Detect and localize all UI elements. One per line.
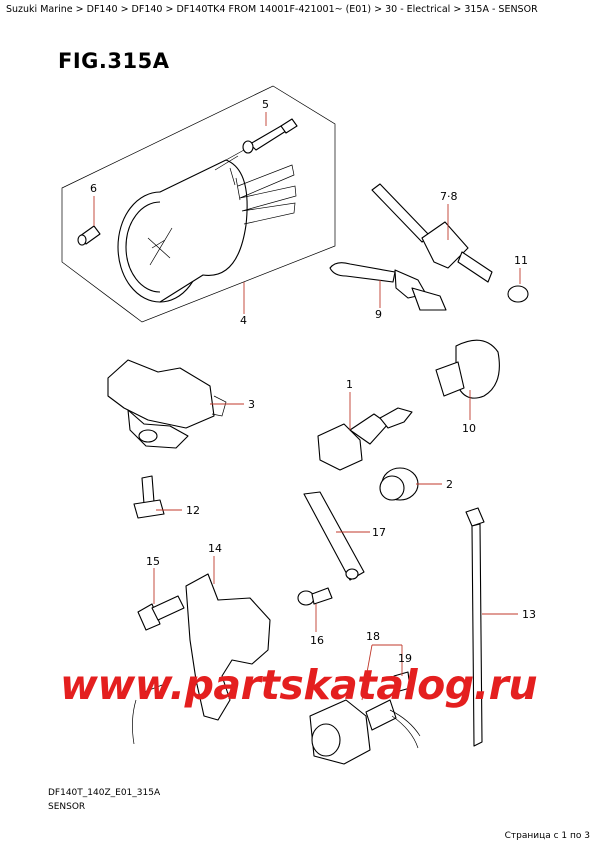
callout-5: 5: [262, 98, 269, 111]
callout-9: 9: [375, 308, 382, 321]
diagram-caption: SENSOR: [48, 802, 86, 812]
part-clip-19: [393, 671, 411, 693]
part-o-ring: [507, 285, 529, 303]
part-bolt-15: [137, 595, 185, 631]
gauge-assembly-box: [61, 85, 336, 323]
callout-11: 11: [514, 254, 528, 267]
part-cable-tie: [465, 507, 485, 747]
callout-17: 17: [372, 526, 386, 539]
callout-6: 6: [90, 182, 97, 195]
callout-19: 19: [398, 652, 412, 665]
leader-lines: [93, 112, 521, 701]
callout-10: 10: [462, 422, 476, 435]
callout-18: 18: [366, 630, 380, 643]
part-bolt-12: [133, 475, 165, 519]
callout-2: 2: [446, 478, 453, 491]
part-temp-sensor: [371, 183, 493, 283]
figure-title: FIG.315A: [58, 49, 170, 73]
callout-16: 16: [310, 634, 324, 647]
part-connector: [317, 407, 413, 471]
part-pressure-switch: [435, 339, 500, 399]
part-gauge: [117, 149, 297, 303]
part-bulb: [77, 225, 101, 246]
watermark: www.partskatalog.ru: [60, 661, 538, 709]
callout-7-8: 7·8: [440, 190, 458, 203]
part-map-sensor: [107, 359, 227, 449]
callout-4: 4: [240, 314, 247, 327]
part-screw-16: [297, 587, 333, 606]
part-tps-bracket: [132, 573, 271, 745]
pager[interactable]: Страница с 1 по 3: [504, 831, 590, 841]
callout-13: 13: [522, 608, 536, 621]
breadcrumb[interactable]: Suzuki Marine > DF140 > DF140 > DF140TK4…: [6, 4, 538, 15]
callout-15: 15: [146, 555, 160, 568]
callout-1: 1: [346, 378, 353, 391]
part-sensor-wire: [329, 262, 447, 311]
callout-12: 12: [186, 504, 200, 517]
part-sensor-18: [309, 699, 421, 765]
part-grommet: [379, 467, 419, 501]
callout-14: 14: [208, 542, 222, 555]
part-strap: [303, 491, 365, 581]
drawing-code: DF140T_140Z_E01_315A: [48, 788, 161, 798]
part-bulb-socket: [242, 118, 298, 154]
callout-3: 3: [248, 398, 255, 411]
